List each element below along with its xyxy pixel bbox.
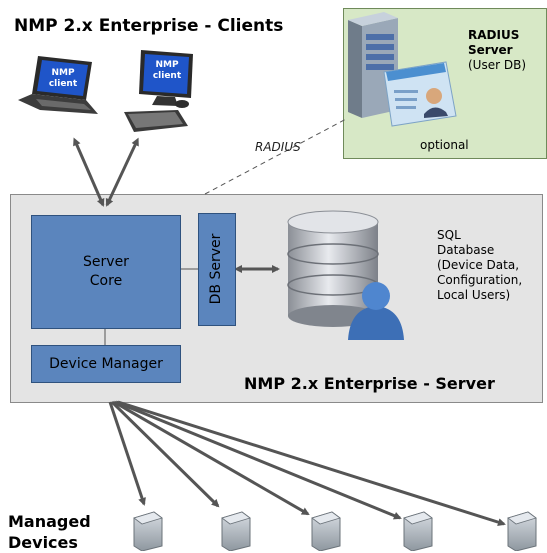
desktop-screen-line-1: NMP (155, 60, 179, 70)
managed-devices-label: Managed Devices (8, 511, 91, 553)
radius-link-label: RADIUS (255, 140, 301, 154)
radius-title-line-1: RADIUS (468, 28, 520, 42)
sql-database-description: SQL Database (Device Data, Configuration… (437, 228, 522, 303)
radius-subtitle: (User DB) (468, 58, 527, 72)
laptop-screen-line-1: NMP (51, 68, 75, 78)
radius-dashed-link (204, 117, 349, 195)
laptop-icon (18, 56, 98, 114)
sql-line-5: Local Users) (437, 288, 511, 302)
sql-line-4: Configuration, (437, 273, 523, 287)
radius-title-line-2: Server (468, 43, 513, 57)
device-arrow-5 (117, 400, 506, 527)
device-cube-icon (221, 511, 251, 551)
db-server-block (198, 213, 236, 326)
server-title: NMP 2.x Enterprise - Server (244, 374, 495, 393)
desktop-link-arrow (105, 137, 139, 207)
laptop-screen-line-2: client (48, 79, 78, 89)
server-core-block: Server Core (31, 215, 181, 329)
clients-title: NMP 2.x Enterprise - Clients (14, 16, 284, 36)
device-arrow-3 (113, 400, 310, 516)
user-icon (348, 282, 404, 340)
db-server-label: DB Server (208, 233, 224, 305)
device-manager-block: Device Manager (31, 345, 181, 383)
device-arrow-1 (108, 401, 146, 506)
sql-line-3: (Device Data, (437, 258, 520, 272)
device-cube-icon (133, 511, 163, 551)
desktop-icon (124, 50, 193, 132)
laptop-link-arrow (73, 137, 105, 207)
radius-server-icon (348, 12, 398, 118)
device-cube-icon (311, 511, 341, 551)
optional-label: optional (420, 138, 469, 152)
device-cube-icon (507, 511, 537, 551)
laptop-screen-label: NMP client (41, 68, 85, 90)
server-core-line-1: Server (83, 254, 129, 270)
radius-server-title: RADIUS Server (468, 28, 519, 58)
managed-devices-line-2: Devices (8, 533, 78, 552)
id-card-icon (383, 61, 457, 127)
device-arrow-2 (110, 400, 220, 508)
managed-devices-line-1: Managed (8, 512, 91, 531)
sql-line-1: SQL (437, 228, 461, 242)
desktop-screen-line-2: client (152, 71, 182, 81)
desktop-screen-label: NMP client (145, 60, 189, 82)
server-core-line-2: Core (89, 273, 123, 289)
device-cube-icon (403, 511, 433, 551)
device-arrow-4 (115, 400, 402, 520)
sql-line-2: Database (437, 243, 495, 257)
device-manager-label: Device Manager (49, 356, 163, 372)
